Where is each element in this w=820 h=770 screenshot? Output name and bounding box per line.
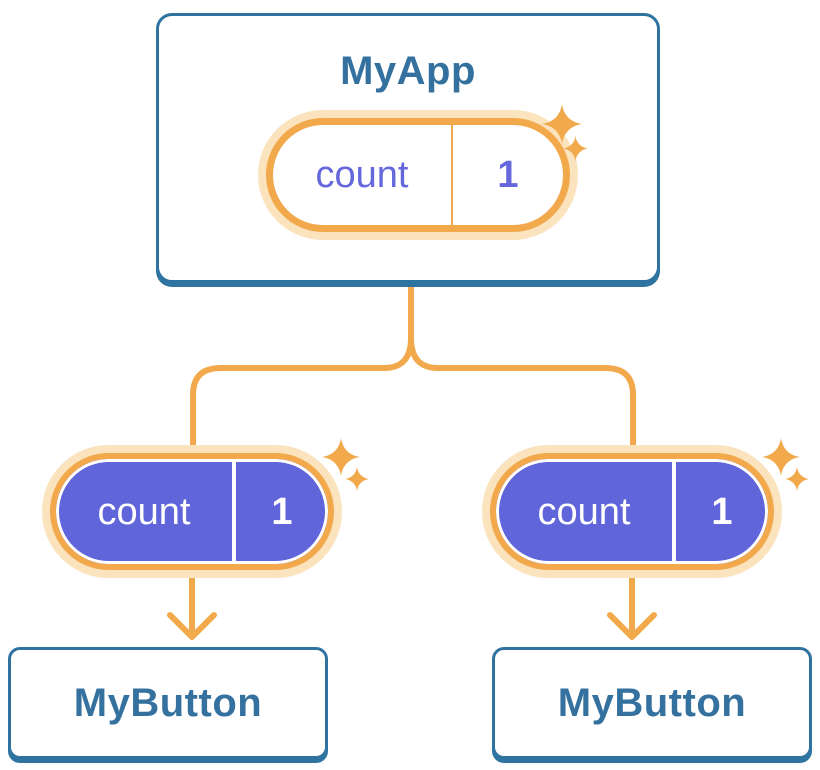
prop-pill-body: count 1 <box>490 453 774 570</box>
sparkle-icon <box>785 467 809 491</box>
component-title: MyButton <box>73 681 263 725</box>
sparkle-icon <box>345 467 369 491</box>
prop-pill-count-right: count 1 <box>482 445 782 578</box>
component-card-mybutton-left: MyButton <box>8 647 328 759</box>
prop-value: 1 <box>711 490 733 533</box>
state-value: 1 <box>497 154 519 196</box>
state-pill-body: count 1 <box>266 118 570 232</box>
pill-divider <box>672 459 676 564</box>
state-pill-count: count 1 <box>258 110 578 240</box>
prop-value: 1 <box>271 490 293 533</box>
sparkle-icon <box>322 438 360 476</box>
arrow-right-head-icon <box>607 612 657 640</box>
component-title: MyButton <box>557 681 747 725</box>
sparkle-icon <box>762 438 800 476</box>
state-name: count <box>315 154 409 196</box>
prop-pill-body: count 1 <box>50 453 334 570</box>
prop-name: count <box>537 490 631 533</box>
arrow-left-head-icon <box>167 612 217 640</box>
sparkle-icon <box>563 136 588 161</box>
pill-divider <box>232 459 236 564</box>
sparkle-icon <box>542 104 582 144</box>
pill-divider <box>451 125 453 225</box>
component-title: MyApp <box>340 49 476 93</box>
prop-pill-count-left: count 1 <box>42 445 342 578</box>
branch-right <box>408 279 636 481</box>
prop-name: count <box>97 490 191 533</box>
component-card-mybutton-right: MyButton <box>492 647 812 759</box>
